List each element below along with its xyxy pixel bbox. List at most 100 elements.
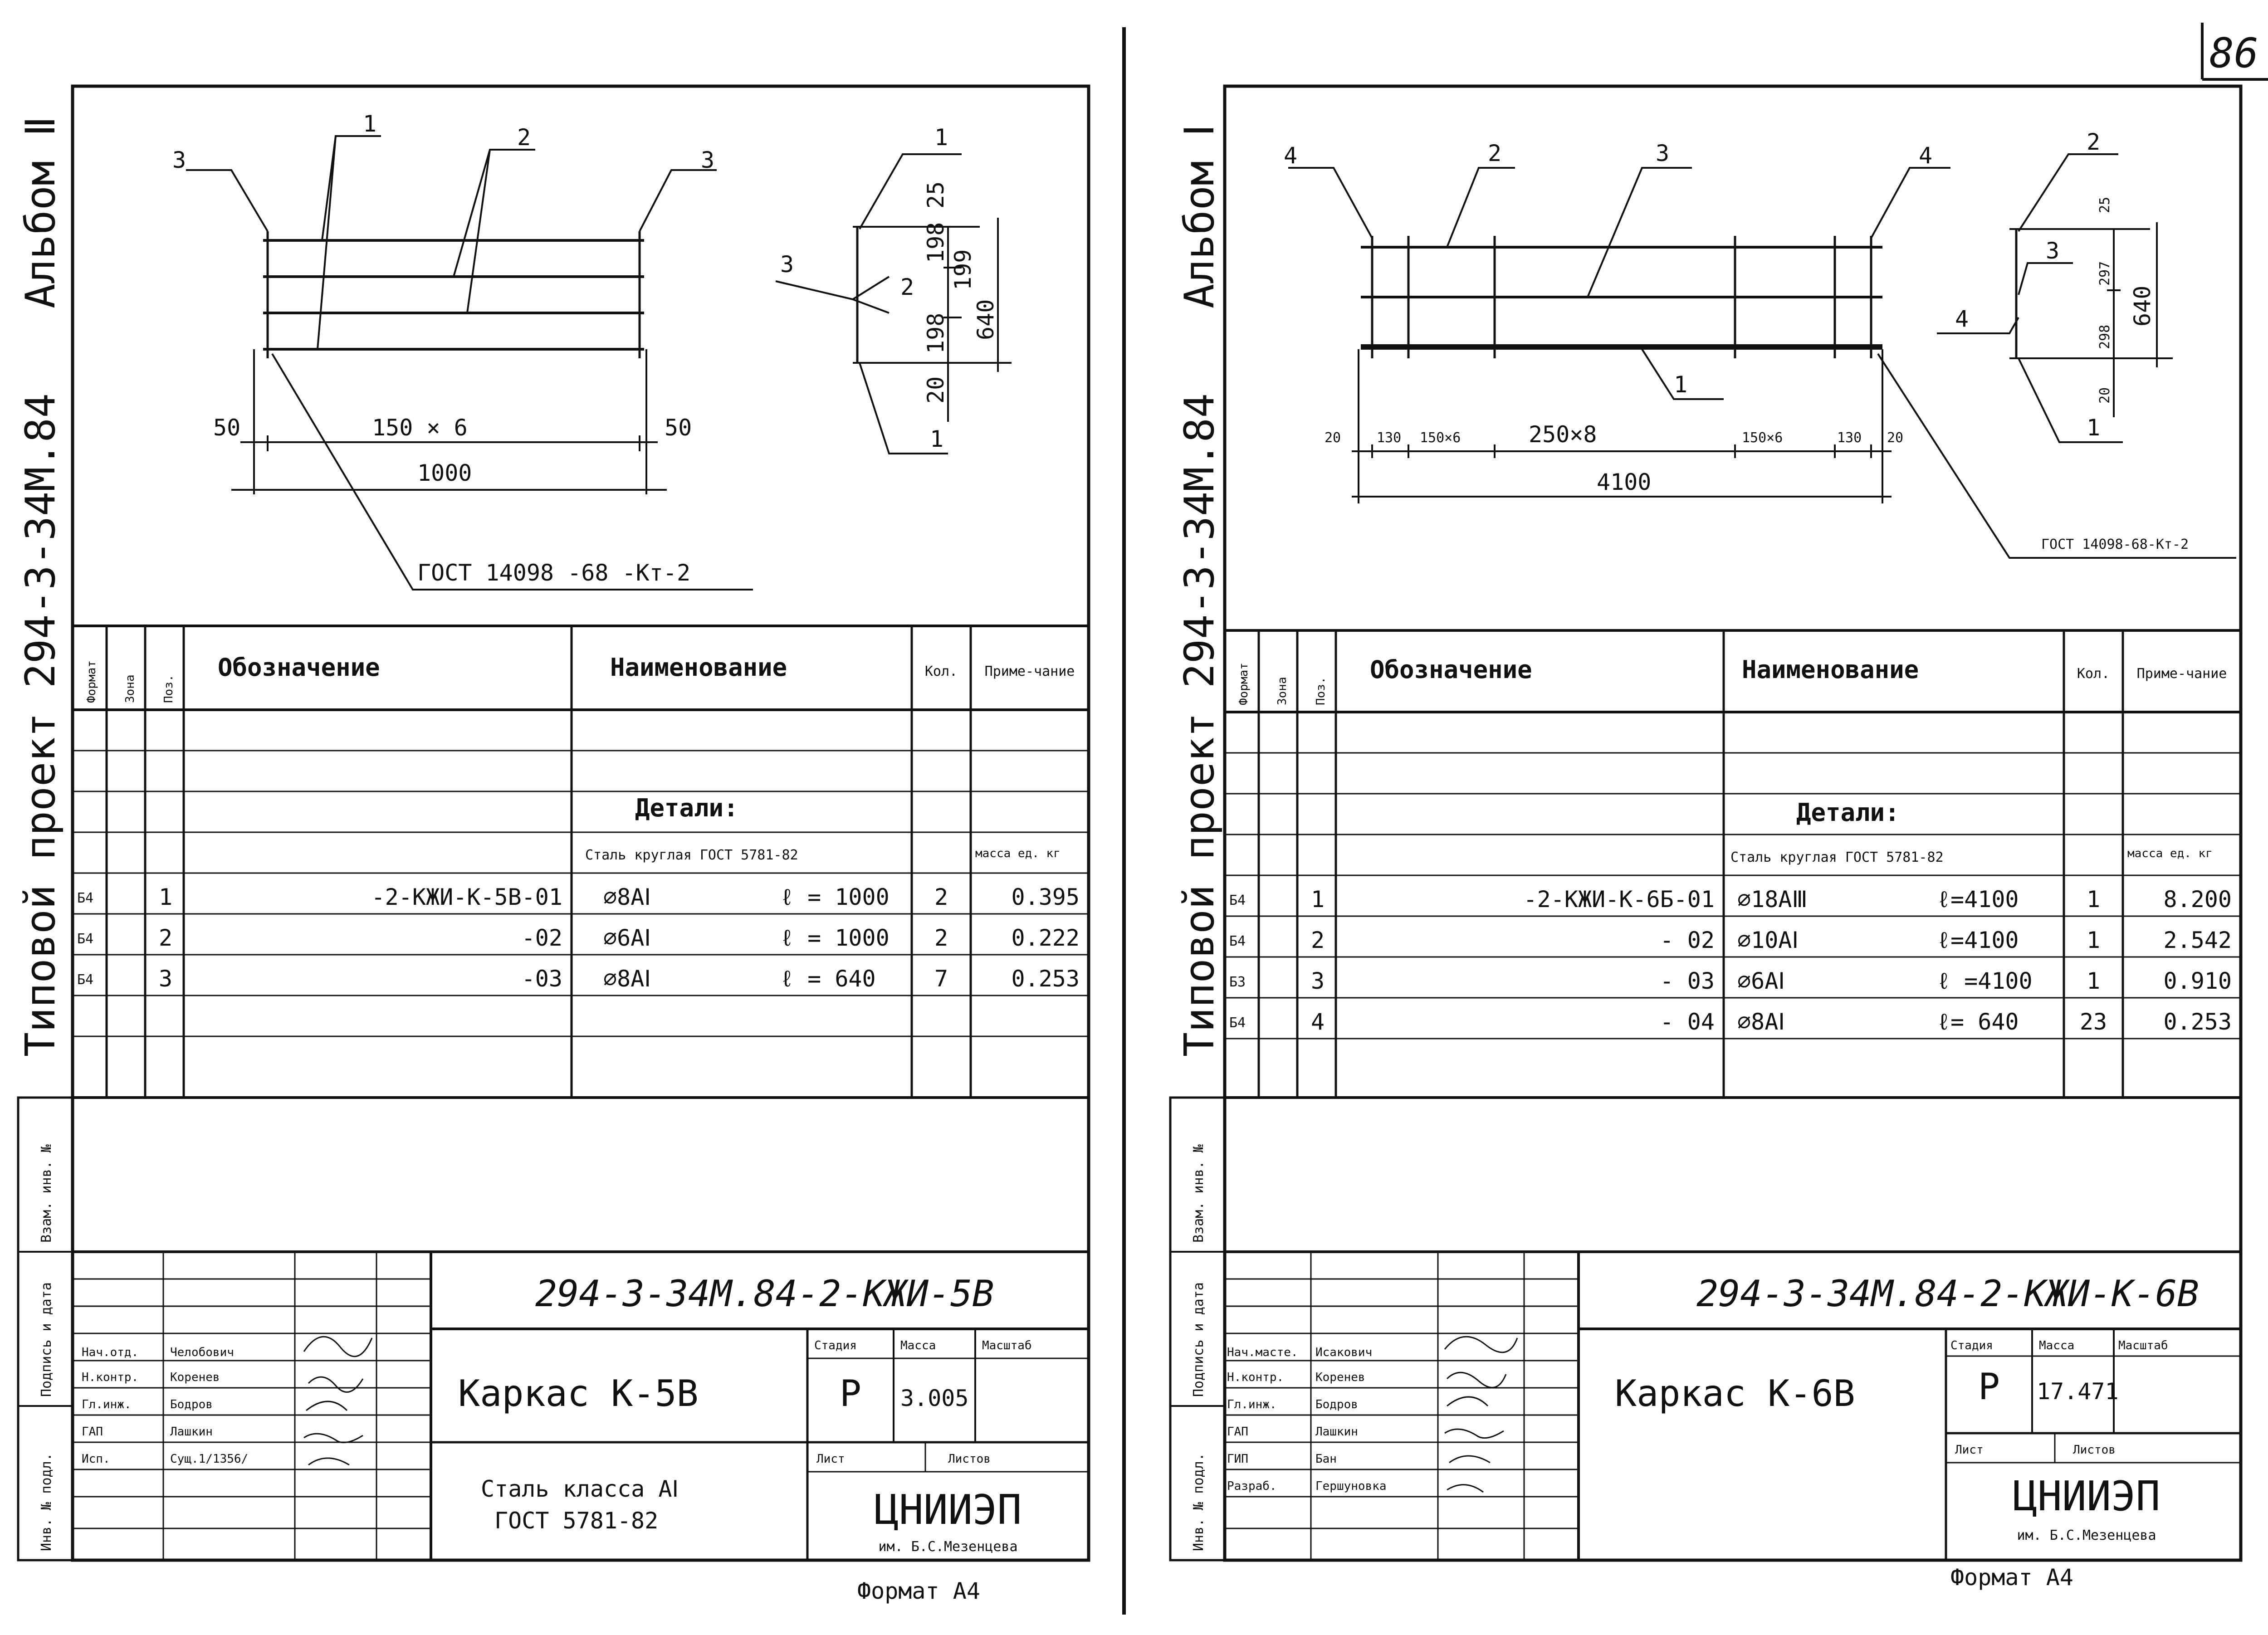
right-doc-name: Каркас К-6В [1615, 1372, 1855, 1415]
right-cage-drawing: 20 130 150×6 250×8 150×6 130 20 4100 4 2… [1284, 129, 2236, 559]
left-group-title: Детали: [635, 794, 738, 822]
right-sheet: Альбом Ⅰ Типовой проект 294-3-34М.84 Вза… [1169, 84, 2243, 1591]
right-dim-20b: 20 [1887, 430, 1903, 446]
right-leader-2: 2 [1488, 140, 1501, 166]
svg-text:Бан: Бан [1315, 1452, 1337, 1466]
left-hdr-format: Формат [85, 660, 98, 703]
svg-text:ℓ= 640: ℓ= 640 [1937, 1009, 2019, 1035]
svg-text:ℓ = 1000: ℓ = 1000 [780, 925, 890, 951]
left-sec-dim-198a: 198 [923, 222, 949, 263]
svg-text:Н.контр.: Н.контр. [1227, 1371, 1284, 1384]
svg-text:Масса: Масса [900, 1339, 936, 1352]
left-doc-code: 294-3-34М.84-2-КЖИ-5В [535, 1273, 994, 1315]
svg-text:Нач.отд.: Нач.отд. [82, 1346, 138, 1359]
left-stage: Р [840, 1372, 861, 1415]
left-hdr-designation: Обозначение [218, 653, 380, 682]
svg-text:2: 2 [159, 925, 172, 951]
left-leader-3b: 3 [701, 147, 714, 173]
svg-text:- 02: - 02 [1660, 927, 1715, 953]
right-dim-150x6a: 150×6 [1420, 430, 1461, 446]
svg-text:Стадия: Стадия [814, 1339, 857, 1352]
right-frame [1223, 84, 2243, 1562]
svg-text:ℓ = 640: ℓ = 640 [780, 966, 876, 992]
left-leader-1: 1 [363, 111, 376, 137]
right-dim-150x6b: 150×6 [1742, 430, 1783, 446]
left-material: Сталь круглая ГОСТ 5781-82 [585, 847, 798, 863]
left-title-block: Нач.отд. Челобович Н.контр. Коренев Гл.и… [73, 1250, 1089, 1560]
svg-text:1: 1 [159, 884, 172, 910]
left-side-cell-1: Взам. инв. № [39, 1144, 54, 1243]
right-album-label: Альбом Ⅰ [1176, 124, 1223, 308]
table-row: Б4 3 -03 ⌀8АⅠ ℓ = 640 7 0.253 [77, 966, 1080, 992]
svg-text:1: 1 [2087, 927, 2100, 953]
svg-text:2: 2 [934, 884, 948, 910]
left-hdr-pos: Поз. [162, 674, 176, 703]
right-hdr-pos: Поз. [1314, 677, 1328, 705]
svg-text:7: 7 [934, 966, 948, 992]
right-format: Формат А4 [1950, 1564, 2073, 1591]
right-side-cell-2: Подпись и дата [1191, 1282, 1207, 1397]
svg-text:2: 2 [934, 925, 948, 951]
left-sheet: Альбом Ⅱ Типовой проект 294-3-34М.84 Вза… [17, 84, 1090, 1604]
svg-text:0.253: 0.253 [1011, 966, 1080, 992]
svg-text:⌀8АⅠ: ⌀8АⅠ [603, 884, 651, 910]
svg-text:ГИП: ГИП [1227, 1452, 1248, 1466]
right-dim-4100: 4100 [1597, 469, 1651, 495]
right-sec-dim-640: 640 [2129, 286, 2156, 327]
left-sec-dim-199: 199 [950, 249, 976, 290]
svg-text:Исп.: Исп. [82, 1452, 110, 1466]
table-row: Б4 2 - 02 ⌀10АⅠ ℓ=4100 1 2.542 [1229, 927, 2232, 953]
left-dim-1000: 1000 [417, 460, 472, 486]
svg-text:Гл.инж.: Гл.инж. [82, 1398, 132, 1411]
svg-text:-03: -03 [522, 966, 562, 992]
svg-text:8.200: 8.200 [2163, 886, 2232, 913]
right-sec-leader-2: 2 [2087, 129, 2100, 155]
svg-text:1: 1 [1311, 886, 1325, 913]
left-sec-dim-25: 25 [923, 181, 949, 209]
left-dim-50b: 50 [665, 415, 692, 441]
right-hdr-note: Приме-чание [2137, 666, 2227, 682]
left-sec-dim-640: 640 [973, 299, 999, 340]
svg-text:2.542: 2.542 [2163, 927, 2232, 953]
svg-text:ℓ=4100: ℓ=4100 [1937, 886, 2019, 913]
svg-text:Нач.масте.: Нач.масте. [1227, 1346, 1298, 1359]
left-signatures [303, 1336, 373, 1466]
svg-text:Лист: Лист [1955, 1443, 1984, 1457]
right-hdr-format: Формат [1237, 663, 1251, 705]
svg-text:Исакович: Исакович [1315, 1346, 1372, 1359]
right-hdr-qty: Кол. [2077, 666, 2110, 682]
right-dim-130a: 130 [1377, 430, 1401, 446]
right-gost-note: ГОСТ 14098-68-Кт-2 [2041, 537, 2189, 552]
svg-text:ℓ=4100: ℓ=4100 [1937, 927, 2019, 953]
right-material: Сталь круглая ГОСТ 5781-82 [1730, 849, 1944, 865]
svg-text:1: 1 [2087, 886, 2100, 913]
svg-text:2: 2 [1311, 927, 1325, 953]
svg-text:ГАП: ГАП [82, 1425, 103, 1439]
right-org: ЦНИИЭП [2013, 1473, 2160, 1520]
left-hdr-name: Наименование [610, 653, 787, 682]
svg-text:ℓ = 1000: ℓ = 1000 [780, 884, 890, 910]
svg-text:Бодров: Бодров [170, 1398, 213, 1411]
left-dim-150x6: 150 × 6 [372, 415, 468, 441]
svg-text:⌀8АⅠ: ⌀8АⅠ [1737, 1009, 1785, 1035]
left-side-cells [17, 1096, 74, 1562]
svg-text:0.910: 0.910 [2163, 968, 2232, 994]
svg-text:3: 3 [1311, 968, 1325, 994]
svg-text:Б4: Б4 [1229, 893, 1246, 908]
table-row: Б4 4 - 04 ⌀8АⅠ ℓ= 640 23 0.253 [1229, 1009, 2232, 1035]
left-sec-leader-1a: 1 [934, 124, 948, 151]
left-hdr-zone: Зона [123, 674, 137, 703]
svg-text:Масштаб: Масштаб [2118, 1339, 2168, 1352]
svg-text:-2-КЖИ-К-5В-01: -2-КЖИ-К-5В-01 [371, 884, 562, 910]
svg-text:Лашкин: Лашкин [170, 1425, 213, 1439]
svg-text:⌀10АⅠ: ⌀10АⅠ [1737, 927, 1799, 953]
right-hdr-designation: Обозначение [1370, 655, 1532, 684]
table-row: Б4 1 -2-КЖИ-К-6Б-01 ⌀18АⅢ ℓ=4100 1 8.200 [1229, 886, 2232, 913]
svg-text:0.222: 0.222 [1011, 925, 1080, 951]
svg-text:Листов: Листов [948, 1452, 991, 1466]
right-group-title: Детали: [1796, 798, 1900, 827]
svg-text:Листов: Листов [2073, 1443, 2116, 1457]
right-title-block: Нач.масте. Исакович Н.контр. Коренев Гл.… [1225, 1250, 2241, 1560]
right-leader-3: 3 [1656, 140, 1669, 166]
right-spec-table: Формат Зона Поз. Обозначение Наименовани… [1225, 629, 2241, 1099]
